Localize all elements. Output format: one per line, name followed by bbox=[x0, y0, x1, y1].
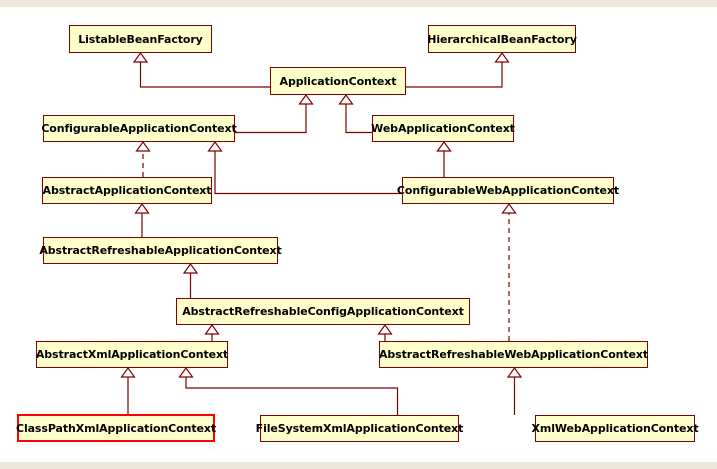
class-box-label: FileSystemXmlApplicationContext bbox=[255, 422, 464, 435]
class-box-application-context[interactable]: ApplicationContext bbox=[270, 67, 406, 95]
class-box-label: WebApplicationContext bbox=[371, 122, 515, 135]
arrowhead-rel-abstractxml-abstractrefreshableconfig bbox=[204, 323, 220, 335]
arrowhead-rel-abstractappctx-configappctx bbox=[135, 140, 151, 152]
relation-rel-filesystemxml-abstractxml bbox=[178, 366, 399, 415]
class-box-abstract-xml-application-context[interactable]: AbstractXmlApplicationContext bbox=[36, 341, 228, 368]
relation-line-rel-filesystemxml-abstractxml bbox=[185, 377, 399, 415]
relation-line-rel-configwebappctx-configappctx bbox=[214, 151, 402, 195]
class-box-label: ConfigurableApplicationContext bbox=[41, 122, 237, 135]
class-box-label: AbstractRefreshableApplicationContext bbox=[39, 244, 282, 257]
arrowhead-rel-filesystemxml-abstractxml bbox=[178, 366, 194, 378]
arrowhead-rel-webappctx-appctx bbox=[338, 93, 354, 105]
relation-rel-appctx-listablebeanfactory bbox=[132, 51, 270, 88]
relation-rel-abstractrefreshable-abstractappctx bbox=[134, 202, 150, 237]
arrowhead-rel-xmlwebappctx-abstractrefreshableweb bbox=[506, 366, 523, 378]
class-box-abstract-application-context[interactable]: AbstractApplicationContext bbox=[42, 177, 212, 204]
class-box-web-application-context[interactable]: WebApplicationContext bbox=[371, 115, 515, 142]
class-box-class-path-xml-application-context[interactable]: ClassPathXmlApplicationContext bbox=[16, 414, 216, 442]
arrowhead-rel-configwebappctx-configappctx bbox=[207, 140, 223, 152]
arrowhead-rel-abstractrefreshable-abstractappctx bbox=[134, 202, 150, 214]
class-box-xml-web-application-context[interactable]: XmlWebApplicationContext bbox=[531, 415, 699, 442]
class-box-label: HierarchicalBeanFactory bbox=[427, 32, 577, 46]
relation-rel-classpathxml-abstractxml bbox=[120, 366, 136, 414]
arrowhead-rel-abstractrefreshableconfig-abstractrefreshable bbox=[182, 262, 199, 274]
class-box-abstract-refreshable-application-context[interactable]: AbstractRefreshableApplicationContext bbox=[39, 237, 282, 264]
relation-rel-abstractrefreshableweb-configwebappctx bbox=[501, 202, 517, 341]
class-box-listable-bean-factory[interactable]: ListableBeanFactory bbox=[69, 25, 212, 53]
relation-rel-abstractrefreshableconfig-abstractrefreshable bbox=[182, 262, 199, 298]
relation-rel-xmlwebappctx-abstractrefreshableweb bbox=[506, 366, 523, 415]
class-box-file-system-xml-application-context[interactable]: FileSystemXmlApplicationContext bbox=[256, 415, 463, 442]
class-box-configurable-application-context[interactable]: ConfigurableApplicationContext bbox=[41, 115, 237, 142]
class-box-configurable-web-application-context[interactable]: ConfigurableWebApplicationContext bbox=[397, 177, 619, 204]
arrowhead-rel-classpathxml-abstractxml bbox=[120, 366, 136, 378]
class-box-label: ListableBeanFactory bbox=[78, 32, 203, 46]
arrowhead-rel-abstractrefreshableweb-configwebappctx bbox=[501, 202, 517, 214]
class-box-label: AbstractXmlApplicationContext bbox=[35, 348, 229, 361]
relation-rel-abstractappctx-configappctx bbox=[135, 140, 151, 177]
relation-rel-configwebappctx-webappctx bbox=[436, 140, 452, 177]
class-box-label: AbstractRefreshableWebApplicationContext bbox=[378, 348, 649, 361]
arrowhead-rel-configappctx-appctx bbox=[298, 93, 314, 105]
class-box-label: ConfigurableWebApplicationContext bbox=[396, 184, 620, 197]
class-box-label: XmlWebApplicationContext bbox=[531, 422, 699, 435]
class-box-label: AbstractRefreshableConfigApplicationCont… bbox=[182, 305, 464, 318]
class-box-label: AbstractApplicationContext bbox=[42, 184, 212, 197]
class-box-abstract-refreshable-config-application-context[interactable]: AbstractRefreshableConfigApplicationCont… bbox=[176, 298, 470, 325]
relation-line-rel-appctx-listablebeanfactory bbox=[139, 62, 270, 88]
class-box-label: ClassPathXmlApplicationContext bbox=[15, 421, 217, 435]
relation-rel-configappctx-appctx bbox=[235, 93, 314, 134]
canvas-bottom-edge-strip bbox=[0, 462, 717, 469]
class-box-hierarchical-bean-factory[interactable]: HierarchicalBeanFactory bbox=[427, 25, 577, 53]
relation-line-rel-appctx-hierarchicalbeanfactory bbox=[406, 62, 503, 88]
arrowhead-rel-appctx-hierarchicalbeanfactory bbox=[494, 51, 510, 63]
arrowhead-rel-configwebappctx-webappctx bbox=[436, 140, 452, 152]
arrowhead-rel-appctx-listablebeanfactory bbox=[132, 51, 149, 63]
arrowhead-rel-abstractrefreshableweb-abstractrefreshableconfig bbox=[377, 323, 393, 335]
class-box-abstract-refreshable-web-application-context[interactable]: AbstractRefreshableWebApplicationContext bbox=[379, 341, 648, 368]
class-box-label: ApplicationContext bbox=[279, 74, 397, 88]
canvas-top-edge-strip bbox=[0, 0, 717, 7]
relation-rel-configwebappctx-configappctx bbox=[207, 140, 402, 195]
relation-line-rel-configappctx-appctx bbox=[235, 104, 307, 134]
relation-rel-appctx-hierarchicalbeanfactory bbox=[406, 51, 510, 88]
